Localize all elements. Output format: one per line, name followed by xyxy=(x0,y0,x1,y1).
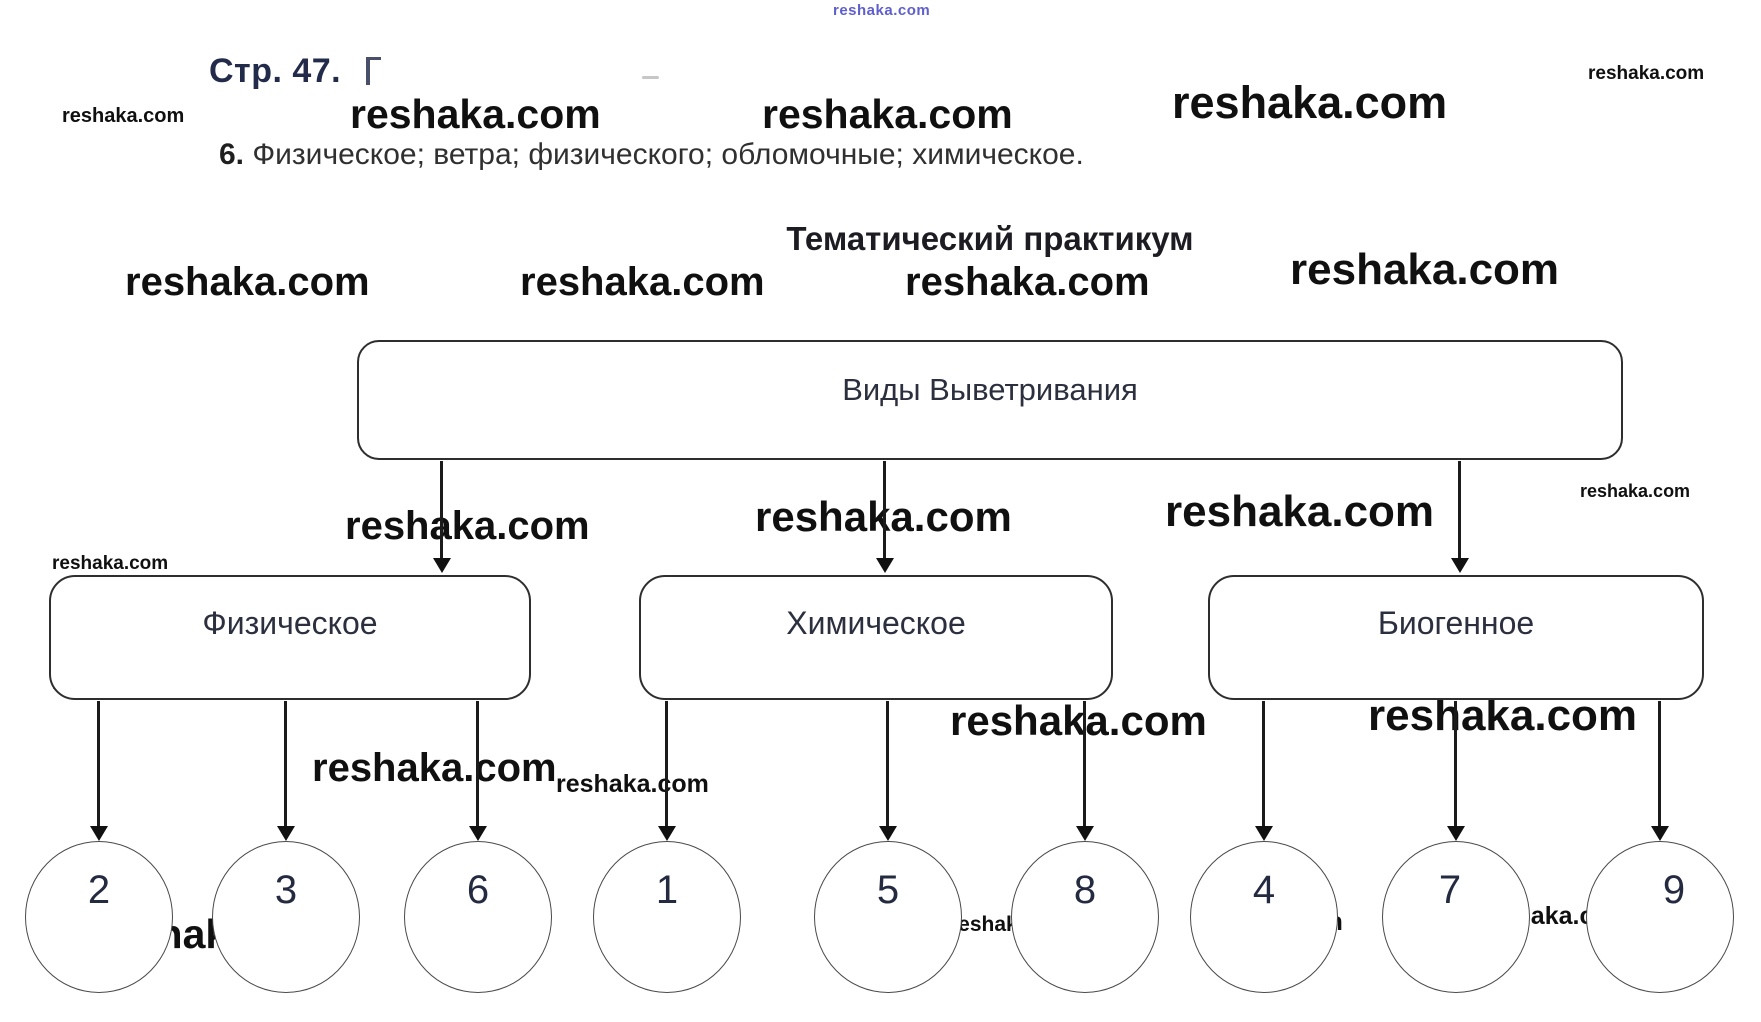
leaf-circle-3: 3 xyxy=(212,841,360,993)
branch-node-fizicheskoe: Физическое xyxy=(49,575,531,700)
branch-label: Биогенное xyxy=(1377,605,1535,641)
watermark-top-blue: reshaka.com xyxy=(833,2,931,19)
watermark: reshaka.com xyxy=(345,504,590,548)
leaf-number: 5 xyxy=(876,868,900,912)
arrow-to-circle-3 xyxy=(276,701,295,841)
answer-text: Физическое; ветра; физического; обломочн… xyxy=(244,138,1084,171)
leaf-number: 6 xyxy=(466,868,490,912)
arrow-to-circle-5 xyxy=(878,701,897,841)
branch-label: Химическое xyxy=(786,605,966,641)
leaf-circle-8: 8 xyxy=(1011,841,1159,993)
watermark: reshaka.com xyxy=(1172,77,1448,128)
arrow-to-circle-7 xyxy=(1446,701,1465,841)
leaf-number: 3 xyxy=(274,868,298,912)
leaf-circle-5: 5 xyxy=(814,841,962,993)
watermark: reshaka.com xyxy=(556,770,709,798)
watermark: reshaka.com xyxy=(52,553,169,574)
leaf-circle-2: 2 xyxy=(25,841,173,993)
watermark: reshaka.com xyxy=(1588,63,1705,84)
watermark: reshaka.com xyxy=(1368,691,1638,740)
arrow-root-to-fizicheskoe xyxy=(432,461,451,573)
arrow-to-circle-9 xyxy=(1650,701,1669,841)
watermark: reshaka.com xyxy=(1580,481,1691,501)
arrow-to-circle-8 xyxy=(1075,701,1094,841)
answer-line: 6. Физическое; ветра; физического; облом… xyxy=(219,138,1084,172)
watermark: reshaka.com xyxy=(350,91,601,137)
root-node-vidy-vyvetrivaniya: Виды Выветривания xyxy=(357,340,1623,460)
leaf-number: 2 xyxy=(87,868,111,912)
arrow-to-circle-4 xyxy=(1254,701,1273,841)
arrow-to-circle-6 xyxy=(468,701,487,841)
leaf-number: 8 xyxy=(1073,868,1097,912)
leaf-number: 9 xyxy=(1662,868,1686,912)
branch-label: Физическое xyxy=(202,605,378,641)
watermark: reshaka.com xyxy=(762,91,1013,137)
watermark: reshaka.com xyxy=(125,260,370,304)
watermark: reshaka.com xyxy=(1290,245,1560,294)
scan-artifact-dash xyxy=(642,76,659,79)
watermark: reshaka.com xyxy=(312,746,557,790)
arrow-root-to-biogennoe xyxy=(1450,461,1469,573)
watermark: reshaka.com xyxy=(950,697,1207,744)
leaf-circle-1: 1 xyxy=(593,841,741,993)
watermark: reshaka.com xyxy=(1165,487,1435,536)
leaf-number: 1 xyxy=(655,868,679,912)
arrow-root-to-khimicheskoe xyxy=(875,461,894,573)
arrow-to-circle-2 xyxy=(89,701,108,841)
diagram-title: Тематический практикум xyxy=(786,220,1194,257)
cropped-letter-fragment xyxy=(366,57,381,85)
leaf-circle-7: 7 xyxy=(1382,841,1530,993)
leaf-number: 7 xyxy=(1438,868,1462,912)
branch-node-biogennoe: Биогенное xyxy=(1208,575,1704,700)
root-node-label: Виды Выветривания xyxy=(842,372,1138,407)
branch-node-khimicheskoe: Химическое xyxy=(639,575,1113,700)
arrow-to-circle-1 xyxy=(657,701,676,841)
page-reference: Стр. 47. xyxy=(209,52,342,90)
leaf-circle-6: 6 xyxy=(404,841,552,993)
leaf-circle-9: 9 xyxy=(1586,841,1734,993)
leaf-circle-4: 4 xyxy=(1190,841,1338,993)
answer-number: 6. xyxy=(219,138,245,171)
watermark: reshaka.com xyxy=(905,260,1150,304)
leaf-number: 4 xyxy=(1252,868,1276,912)
watermark: reshaka.com xyxy=(520,260,765,304)
watermark: reshaka.com xyxy=(62,105,185,127)
